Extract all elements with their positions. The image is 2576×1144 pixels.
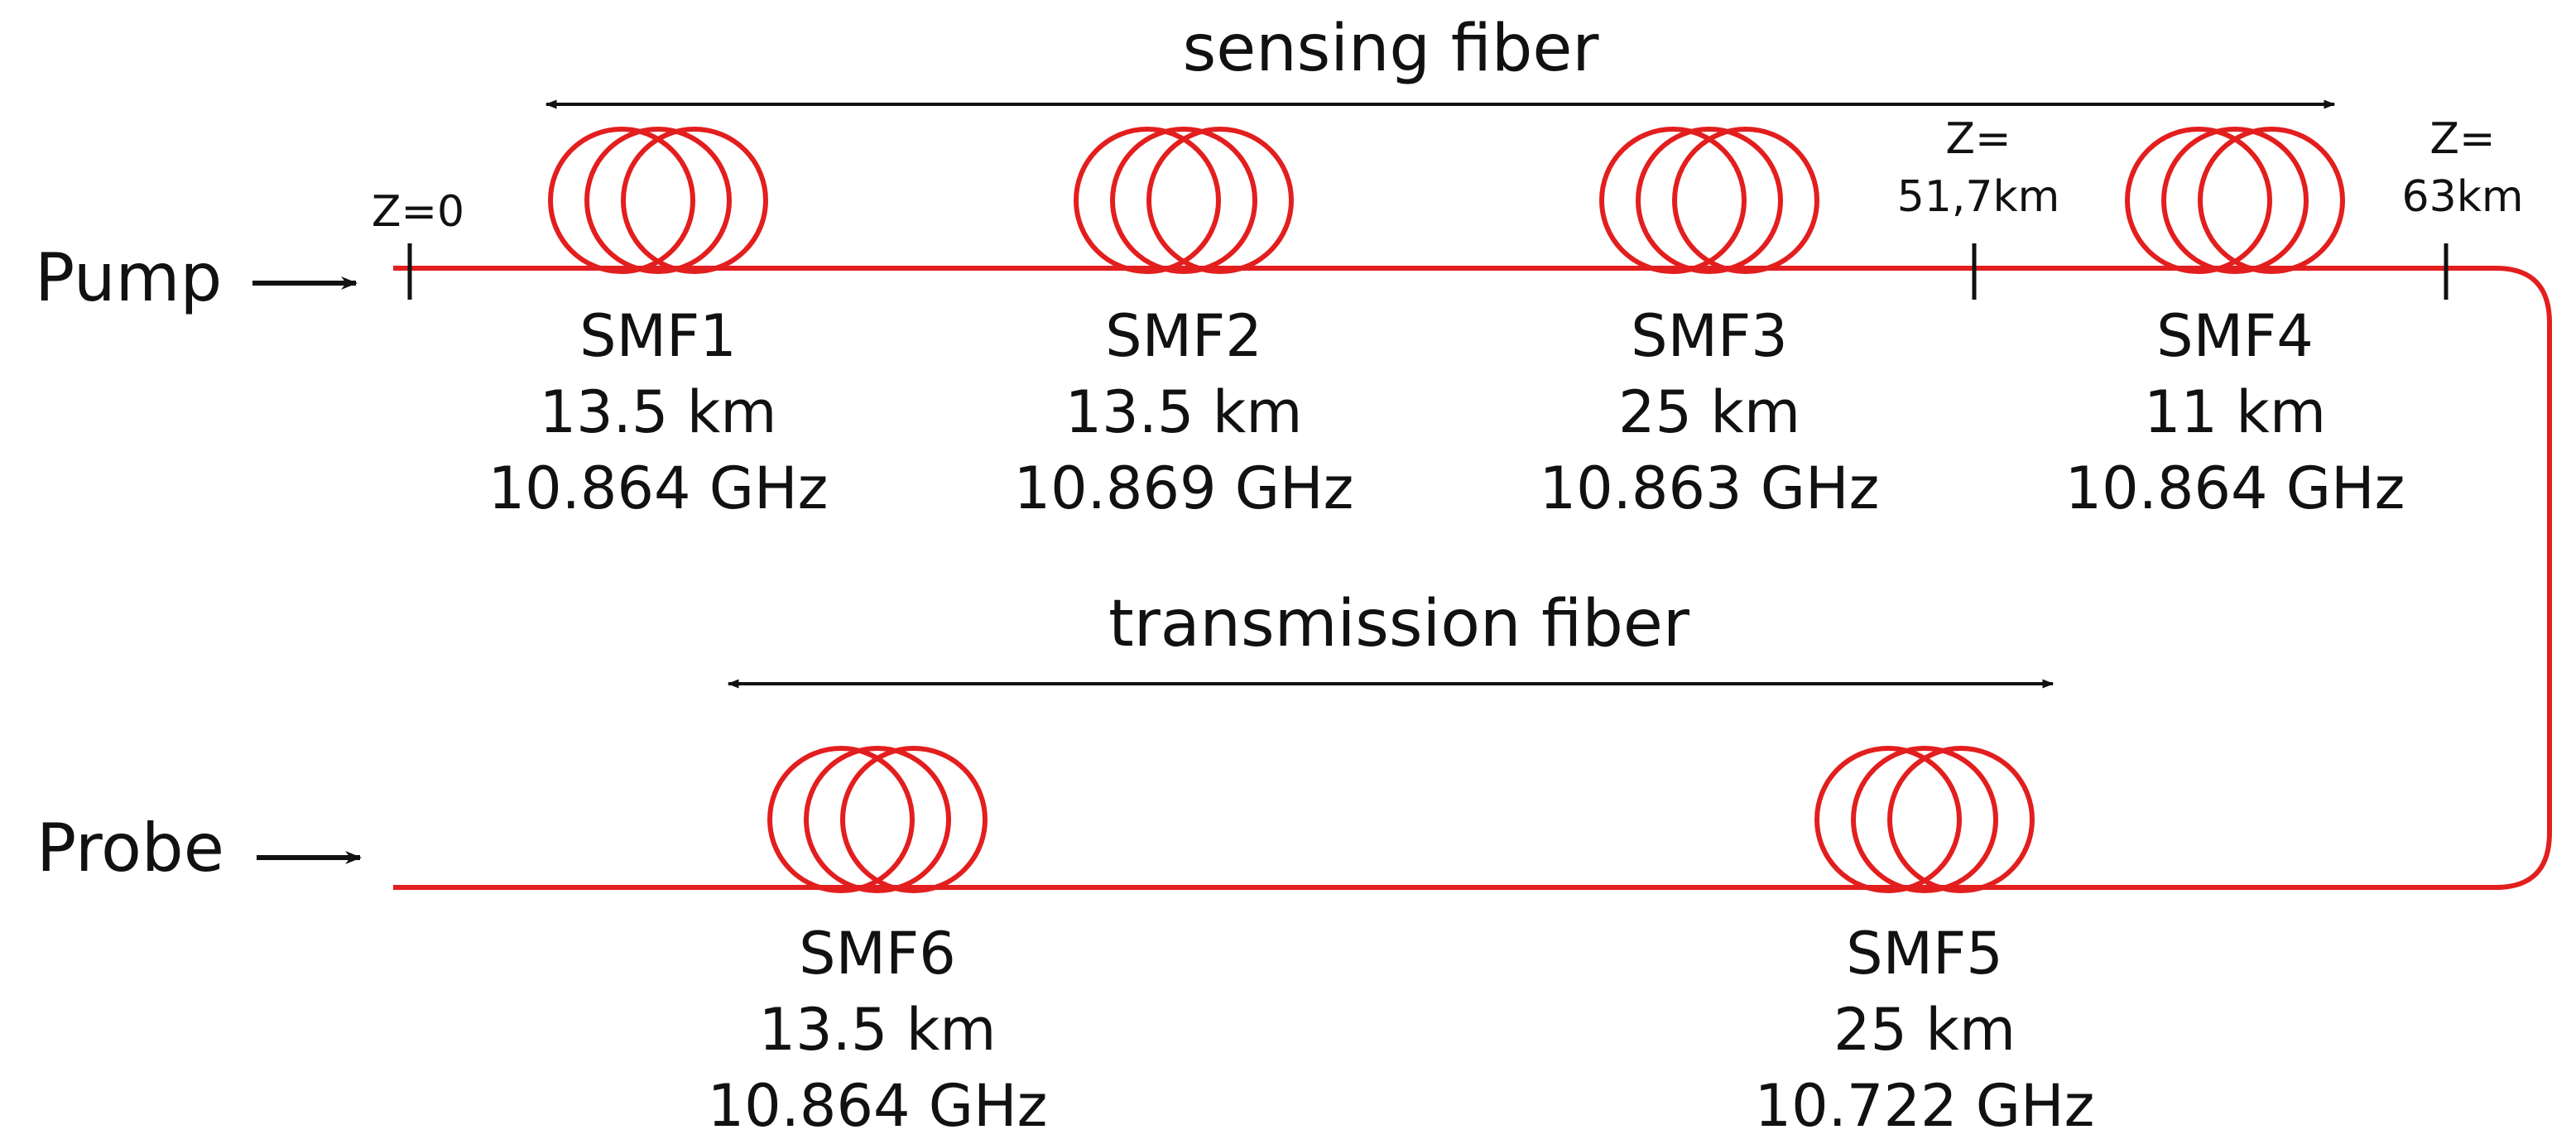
smf1-length: 13.5 km xyxy=(539,378,777,446)
smf4-coil-loop xyxy=(2125,127,2272,274)
smf4-coil-icon xyxy=(2125,127,2345,274)
smf1-coil-icon xyxy=(548,127,768,274)
smf3-length: 25 km xyxy=(1617,378,1801,446)
smf4-frequency: 10.864 GHz xyxy=(2064,454,2405,522)
smf4-length: 11 km xyxy=(2143,378,2327,446)
smf5-coil-loop xyxy=(1851,746,1998,893)
smf2-coil-loop xyxy=(1146,127,1294,274)
smf2-label-group: SMF2 13.5 km 10.869 GHz xyxy=(1014,298,1354,526)
smf2-coil-icon xyxy=(1074,127,1294,274)
pump-label: Pump xyxy=(35,239,223,316)
smf5-coil-loop xyxy=(1814,746,1962,893)
smf2-coil-loop xyxy=(1110,127,1257,274)
smf3-name: SMF3 xyxy=(1631,302,1788,370)
smf5-length: 25 km xyxy=(1833,996,2016,1064)
smf5-coil-icon xyxy=(1814,746,2035,893)
smf1-label-group: SMF1 13.5 km 10.864 GHz xyxy=(488,298,829,526)
smf6-name: SMF6 xyxy=(799,920,956,988)
smf4-coil-loop xyxy=(2161,127,2309,274)
smf1-coil-loop xyxy=(584,127,732,274)
z0-label: Z=0 xyxy=(371,187,465,237)
sensing-fiber-label: sensing fiber xyxy=(1182,12,1599,86)
smf2-name: SMF2 xyxy=(1105,302,1262,370)
smf6-length: 13.5 km xyxy=(758,996,997,1064)
smf5-name: SMF5 xyxy=(1846,920,2003,988)
smf3-frequency: 10.863 GHz xyxy=(1539,454,1880,522)
smf1-coil-loop xyxy=(548,127,695,274)
probe-label: Probe xyxy=(36,810,224,887)
smf6-coil-loop xyxy=(840,746,988,893)
smf1-name: SMF1 xyxy=(579,302,737,370)
smf4-coil-loop xyxy=(2198,127,2345,274)
smf4-name: SMF4 xyxy=(2156,302,2314,370)
smf4-label-group: SMF4 11 km 10.864 GHz xyxy=(2065,298,2405,526)
smf3-coil-loop xyxy=(1636,127,1783,274)
smf6-coil-loop xyxy=(767,746,915,893)
smf6-coil-loop xyxy=(804,746,951,893)
z-51-7km-label-bottom: 51,7km xyxy=(1896,172,2060,222)
z-51-7km-label-top: Z= xyxy=(1945,114,2011,164)
z-63km-label-top: Z= xyxy=(2429,114,2496,164)
smf5-label-group: SMF5 25 km 10.722 GHz xyxy=(1755,916,2095,1144)
smf6-frequency: 10.864 GHz xyxy=(707,1072,1048,1140)
smf5-coil-loop xyxy=(1887,746,2035,893)
fiber-path xyxy=(393,266,2552,890)
smf2-coil-loop xyxy=(1074,127,1221,274)
smf3-coil-icon xyxy=(1599,127,1819,274)
smf1-frequency: 10.864 GHz xyxy=(488,454,829,522)
smf6-label-group: SMF6 13.5 km 10.864 GHz xyxy=(708,916,1048,1144)
smf3-coil-loop xyxy=(1672,127,1819,274)
smf5-frequency: 10.722 GHz xyxy=(1754,1072,2095,1140)
smf2-length: 13.5 km xyxy=(1065,378,1303,446)
smf3-coil-loop xyxy=(1599,127,1747,274)
transmission-fiber-label: transmission fiber xyxy=(1108,587,1689,661)
smf2-frequency: 10.869 GHz xyxy=(1013,454,1354,522)
smf3-label-group: SMF3 25 km 10.863 GHz xyxy=(1540,298,1880,526)
smf1-coil-loop xyxy=(621,127,768,274)
smf6-coil-icon xyxy=(767,746,988,893)
z-63km-label-bottom: 63km xyxy=(2401,172,2524,222)
